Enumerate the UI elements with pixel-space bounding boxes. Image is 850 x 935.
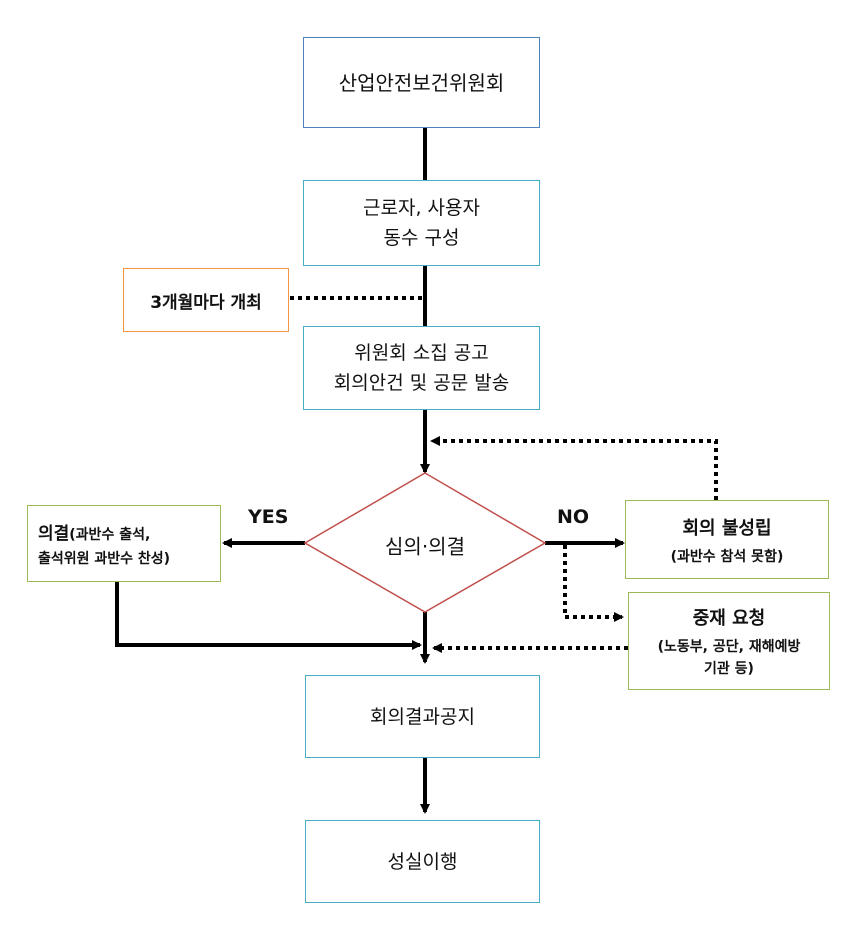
arrow-resolution-announce: [115, 582, 422, 650]
composition-line-1: 근로자, 사용자: [363, 197, 480, 219]
arrow-to-arbitration: [563, 545, 624, 622]
decision-diamond: [303, 472, 547, 613]
fail-sub-label: (과반수 참석 못함): [670, 548, 784, 565]
fail-main-label: 회의 불성립: [682, 517, 772, 539]
arbitration-sub-line-2: 기관 등): [704, 661, 754, 677]
resolution-sub-label-1: (과반수 출석,: [69, 527, 151, 543]
resolution-line-1: 의결(과반수 출석,: [38, 519, 150, 544]
resolution-sub-label-2: 출석위원 과반수 찬성): [38, 551, 171, 567]
arbitration-box: 중재 요청 (노동부, 공단, 재해예방 기관 등): [628, 592, 830, 690]
execute-label: 성실이행: [387, 850, 458, 873]
fail-box: 회의 불성립 (과반수 참석 못함): [625, 500, 829, 579]
no-label: NO: [557, 506, 590, 528]
execute-box: 성실이행: [305, 820, 540, 903]
arbitration-sub-line-1: (노동부, 공단, 재해예방: [657, 639, 801, 655]
resolution-box: 의결(과반수 출석, 출석위원 과반수 찬성): [27, 505, 221, 582]
committee-label: 산업안전보건위원회: [338, 70, 505, 95]
resolution-main-label: 의결: [38, 524, 70, 544]
arbitration-main-label: 중재 요청: [692, 608, 766, 629]
yes-label: YES: [248, 506, 289, 528]
announce-label: 회의결과공지: [370, 705, 475, 728]
announce-box: 회의결과공지: [305, 675, 540, 758]
arrow-fail-feedback: [430, 436, 718, 500]
composition-line-2: 동수 구성: [383, 227, 460, 249]
quarterly-label: 3개월마다 개최: [150, 292, 262, 313]
decision-label: 심의·의결: [385, 534, 465, 559]
notice-line-1: 위원회 소집 공고: [354, 342, 489, 364]
notice-box: 위원회 소집 공고 회의안건 및 공문 발송: [303, 326, 540, 410]
quarterly-box: 3개월마다 개최: [123, 268, 289, 332]
composition-box: 근로자, 사용자 동수 구성: [303, 180, 540, 266]
committee-box: 산업안전보건위원회: [303, 37, 540, 128]
notice-line-2: 회의안건 및 공문 발송: [333, 372, 510, 394]
